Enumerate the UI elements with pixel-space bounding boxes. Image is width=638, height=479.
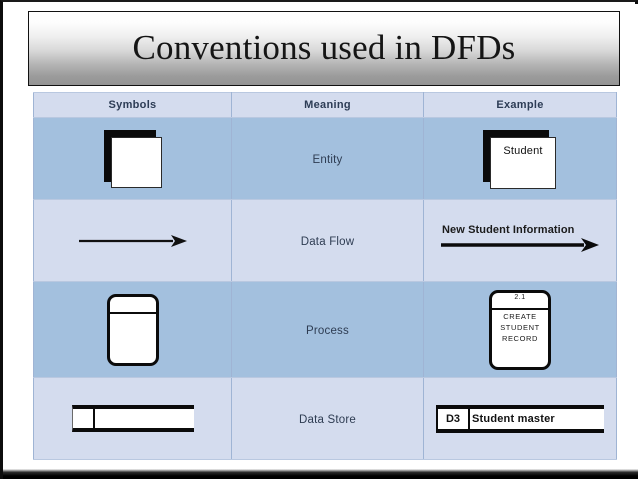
example-cell-data-flow: New Student Information [423, 199, 617, 282]
entity-example-label: Student [503, 144, 543, 157]
column-header-symbols: Symbols [33, 92, 232, 118]
dfd-conventions-table: Symbols Meaning Example Entity [33, 92, 617, 460]
symbol-cell-data-flow [33, 199, 232, 282]
labelled-arrow-example: New Student Information [440, 224, 600, 258]
table-header-row: Symbols Meaning Example [33, 92, 617, 118]
entity-box-example-icon: Student [483, 129, 557, 189]
data-store-example-icon: D3 Student master [436, 404, 604, 433]
symbol-cell-data-store [33, 377, 232, 460]
column-header-meaning: Meaning [231, 92, 424, 118]
process-example-body: CREATE STUDENT RECORD [492, 311, 548, 344]
data-store-icon [71, 405, 194, 432]
meaning-label: Entity [312, 153, 343, 166]
process-example-number: 2.1 [514, 293, 526, 301]
process-divider [492, 307, 548, 310]
example-cell-data-store: D3 Student master [423, 377, 617, 460]
process-divider [109, 311, 156, 314]
process-example-line: STUDENT [500, 322, 540, 332]
meaning-label: Data Flow [300, 235, 355, 248]
arrow-right-icon [441, 237, 599, 252]
process-example-line: CREATE [503, 311, 537, 321]
data-flow-example-label: New Student Information [442, 223, 575, 236]
process-example-line: RECORD [501, 333, 539, 343]
table-row: Data Store D3 Student master [33, 377, 617, 460]
column-header-example: Example [423, 92, 617, 118]
symbol-cell-entity [33, 117, 232, 200]
data-store-divider [92, 409, 95, 428]
data-store-example-id: D3 [445, 412, 461, 425]
slide-title-banner: Conventions used in DFDs [28, 11, 620, 86]
slide-canvas: Conventions used in DFDs Symbols Meaning… [6, 4, 638, 467]
meaning-label: Process [306, 324, 349, 337]
page-title: Conventions used in DFDs [132, 27, 516, 67]
table-row: Entity Student [33, 117, 617, 200]
meaning-cell-data-flow: Data Flow [231, 199, 424, 282]
meaning-cell-process: Process [231, 281, 424, 378]
process-rounded-box-example-icon: 2.1 CREATE STUDENT RECORD [489, 289, 551, 370]
example-cell-process: 2.1 CREATE STUDENT RECORD [423, 281, 617, 378]
entity-box-icon [103, 129, 162, 188]
meaning-cell-data-store: Data Store [231, 377, 424, 460]
data-store-example-label: Student master [472, 412, 555, 425]
table-row: Data Flow New Student Information [33, 199, 617, 282]
process-rounded-box-icon [106, 293, 159, 366]
data-store-divider [468, 408, 470, 429]
entity-face [490, 136, 556, 189]
symbol-cell-process [33, 281, 232, 378]
table-row: Process 2.1 CREATE STUDENT RECORD [33, 281, 617, 378]
meaning-label: Data Store [299, 413, 356, 426]
slide-bottom-shadow [3, 465, 638, 479]
entity-face [110, 136, 162, 188]
meaning-cell-entity: Entity [231, 117, 424, 200]
arrow-right-icon [78, 234, 187, 247]
example-cell-entity: Student [423, 117, 617, 200]
